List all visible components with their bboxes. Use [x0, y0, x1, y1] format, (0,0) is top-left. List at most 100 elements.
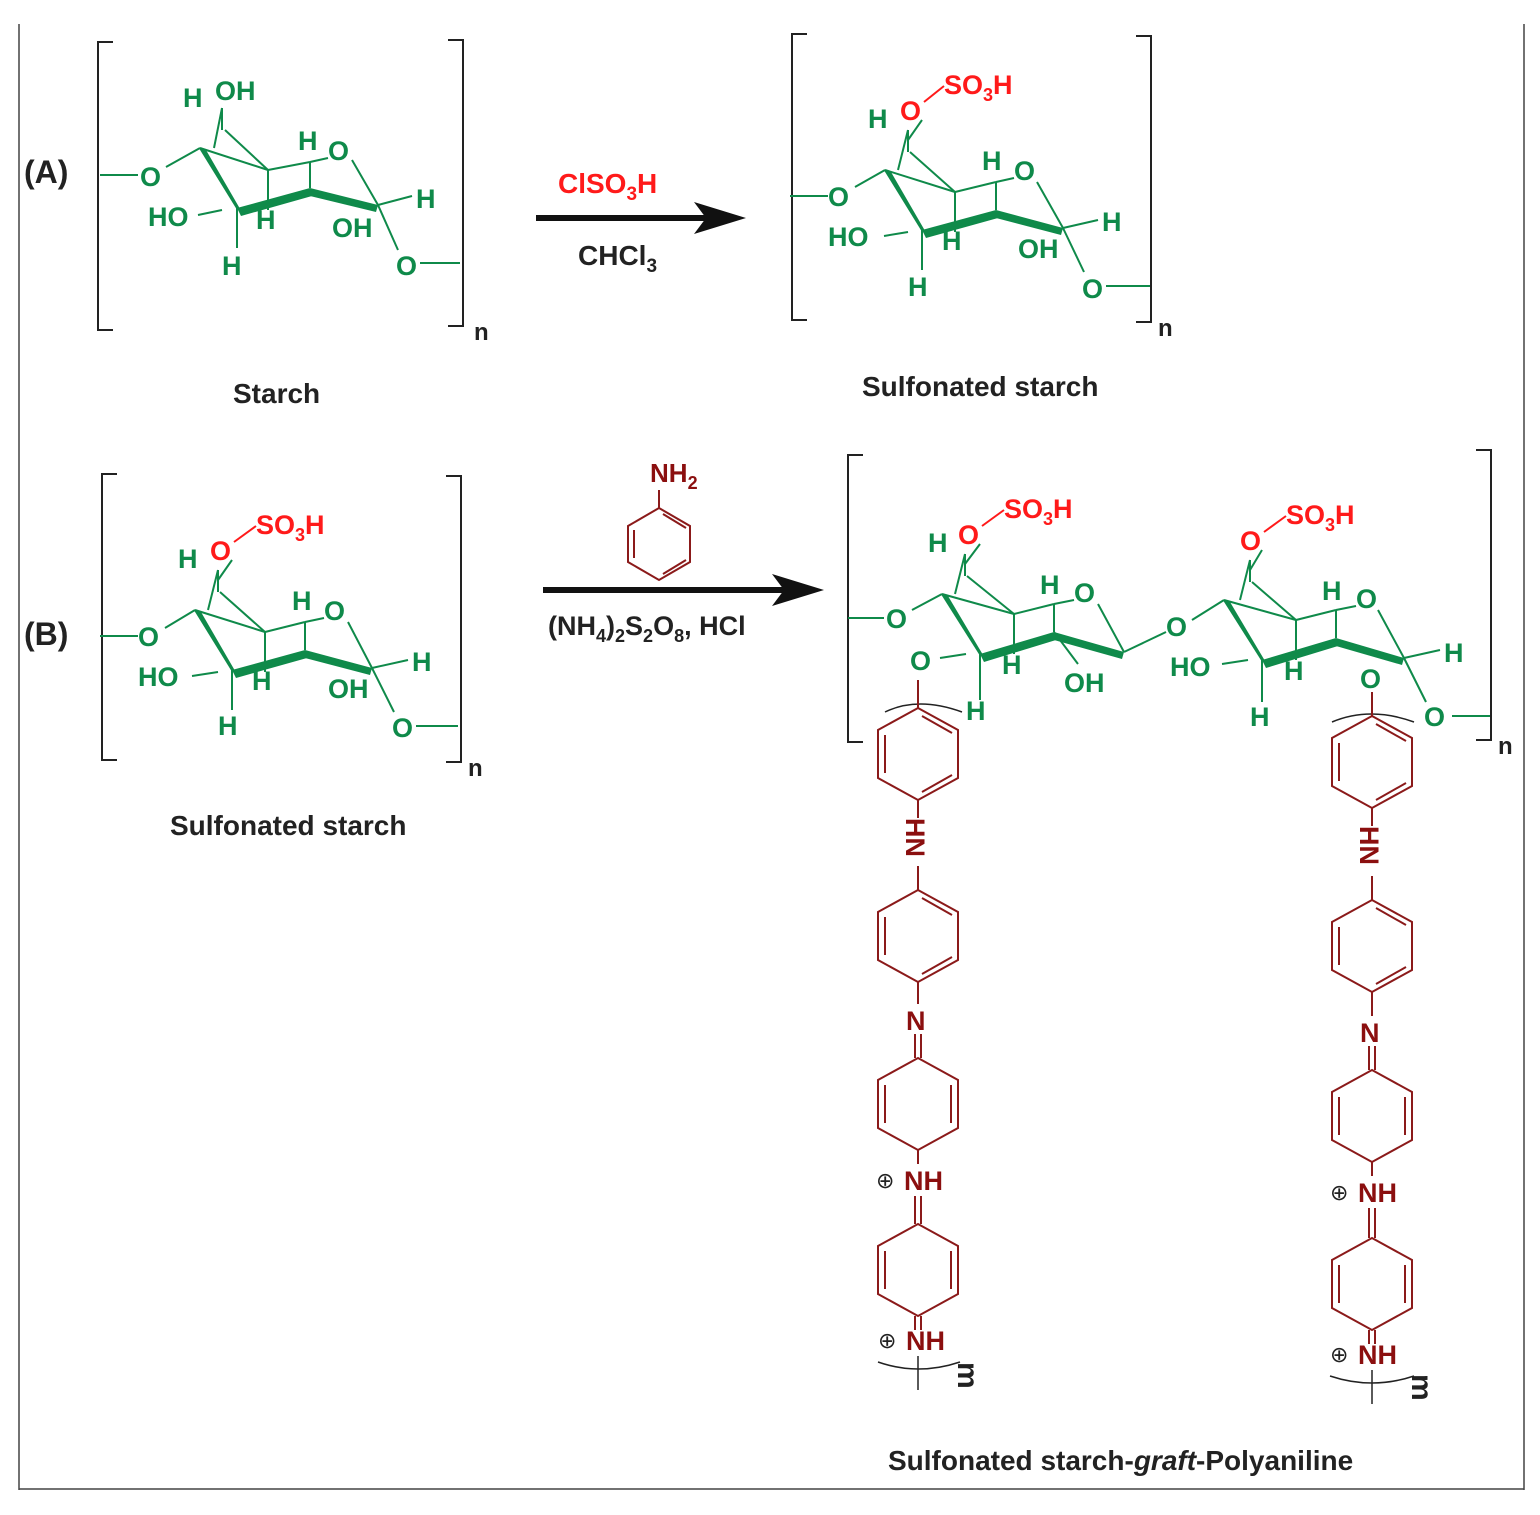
- atom-o: O: [900, 96, 921, 126]
- label-sulfonated-starch-b: Sulfonated starch: [170, 810, 406, 841]
- atom-o: O: [1240, 526, 1261, 556]
- repeat-n: n: [468, 755, 483, 782]
- atom-o: O: [1082, 274, 1103, 304]
- group-so3h: SO3H: [1286, 500, 1355, 535]
- panel-label-a: (A): [24, 154, 68, 190]
- atom-ho: HO: [1170, 652, 1211, 682]
- atom-nh: NH: [1358, 1340, 1397, 1370]
- atom-ho: HO: [148, 202, 189, 232]
- solvent-chcl3: CHCl3: [578, 240, 657, 277]
- atom-o: O: [886, 604, 907, 634]
- atom-h: H: [222, 251, 242, 281]
- atom-oh: OH: [328, 674, 369, 704]
- atom-n: N: [906, 1006, 926, 1036]
- atom-h: H: [252, 666, 272, 696]
- bracket-right: [448, 39, 464, 327]
- atom-hn: HN: [1354, 826, 1384, 865]
- atom-nh: NH: [904, 1166, 943, 1196]
- atom-o: O: [1014, 156, 1035, 186]
- positive-charge: ⊕: [876, 1168, 894, 1193]
- atom-h: H: [1002, 650, 1022, 680]
- starch-structure: n O H OH H O H HO H: [97, 39, 489, 346]
- bracket-left: [791, 33, 807, 321]
- positive-charge: ⊕: [878, 1328, 896, 1353]
- bracket-left: [97, 41, 113, 331]
- atom-o: O: [392, 713, 413, 743]
- atom-o: O: [1074, 578, 1095, 608]
- atom-hn: HN: [900, 818, 930, 857]
- atom-h: H: [218, 711, 238, 741]
- atom-h: H: [982, 146, 1002, 176]
- atom-nh: NH: [906, 1326, 945, 1356]
- atom-o: O: [328, 136, 349, 166]
- atom-h: H: [292, 586, 312, 616]
- atom-h: H: [178, 544, 198, 574]
- atom-oh: OH: [1018, 234, 1059, 264]
- polyaniline-chain-1: HN N ⊕ NH ⊕ NH m: [876, 680, 984, 1390]
- atom-oh: OH: [1064, 668, 1105, 698]
- conditions-aps-hcl: (NH4)2S2O8, HCl: [548, 611, 746, 646]
- polyaniline-chain-2: HN N ⊕ NH ⊕ NH m: [1329, 692, 1438, 1404]
- product-structure: n O SO3H H O H O: [847, 449, 1513, 1404]
- atom-h: H: [908, 272, 928, 302]
- atom-oh: OH: [215, 76, 256, 106]
- label-product: Sulfonated starch-graft-Polyaniline: [888, 1445, 1353, 1476]
- atom-o: O: [140, 162, 161, 192]
- atom-o: O: [910, 646, 931, 676]
- atom-oh: OH: [332, 213, 373, 243]
- atom-ho: HO: [138, 662, 179, 692]
- atom-o: O: [210, 536, 231, 566]
- atom-o: O: [1360, 664, 1381, 694]
- repeat-n: n: [1498, 733, 1513, 760]
- atom-ho: HO: [828, 222, 869, 252]
- atom-h: H: [1284, 656, 1304, 686]
- atom-n: N: [1360, 1018, 1380, 1048]
- atom-o: O: [1166, 612, 1187, 642]
- repeat-m: m: [951, 1362, 984, 1389]
- reagent-nh2: NH2: [650, 458, 698, 493]
- atom-h: H: [412, 647, 432, 677]
- atom-h: H: [183, 83, 203, 113]
- atom-h: H: [256, 205, 276, 235]
- reaction-arrow-a: [536, 202, 746, 234]
- sulfonated-starch-structure-b: n O SO3H H O H O: [100, 473, 483, 782]
- positive-charge: ⊕: [1330, 1342, 1348, 1367]
- atom-h: H: [1102, 207, 1122, 237]
- repeat-n: n: [1158, 315, 1173, 342]
- reagent-clso3h: ClSO3H: [558, 168, 657, 205]
- bracket-left: [101, 473, 117, 761]
- atom-h: H: [1250, 702, 1270, 732]
- group-so3h: SO3H: [256, 510, 325, 545]
- atom-o: O: [828, 182, 849, 212]
- group-so3h: SO3H: [944, 70, 1013, 105]
- bracket-right: [446, 475, 462, 763]
- aniline-reagent: NH2: [627, 458, 698, 582]
- repeat-n: n: [474, 319, 489, 346]
- atom-h: H: [868, 104, 888, 134]
- atom-h: H: [298, 126, 318, 156]
- sulfonated-starch-structure-a: n O SO3H H O H O: [790, 33, 1173, 342]
- group-so3h: SO3H: [1004, 494, 1073, 529]
- atom-h: H: [942, 226, 962, 256]
- panel-label-b: (B): [24, 616, 68, 652]
- bracket-right: [1136, 35, 1152, 323]
- atom-o: O: [958, 520, 979, 550]
- atom-nh: NH: [1358, 1178, 1397, 1208]
- positive-charge: ⊕: [1330, 1180, 1348, 1205]
- atom-h: H: [928, 528, 948, 558]
- atom-o: O: [396, 251, 417, 281]
- atom-h: H: [1322, 576, 1342, 606]
- reaction-arrow-b: [543, 574, 824, 606]
- atom-o: O: [1356, 584, 1377, 614]
- atom-h: H: [966, 696, 986, 726]
- label-starch: Starch: [233, 378, 320, 409]
- label-sulfonated-starch-a: Sulfonated starch: [862, 371, 1098, 402]
- atom-o: O: [138, 622, 159, 652]
- atom-h: H: [1040, 570, 1060, 600]
- atom-h: H: [1444, 638, 1464, 668]
- atom-o: O: [324, 596, 345, 626]
- repeat-m: m: [1405, 1374, 1438, 1401]
- bracket-right: [1476, 449, 1492, 741]
- bracket-left: [847, 454, 863, 743]
